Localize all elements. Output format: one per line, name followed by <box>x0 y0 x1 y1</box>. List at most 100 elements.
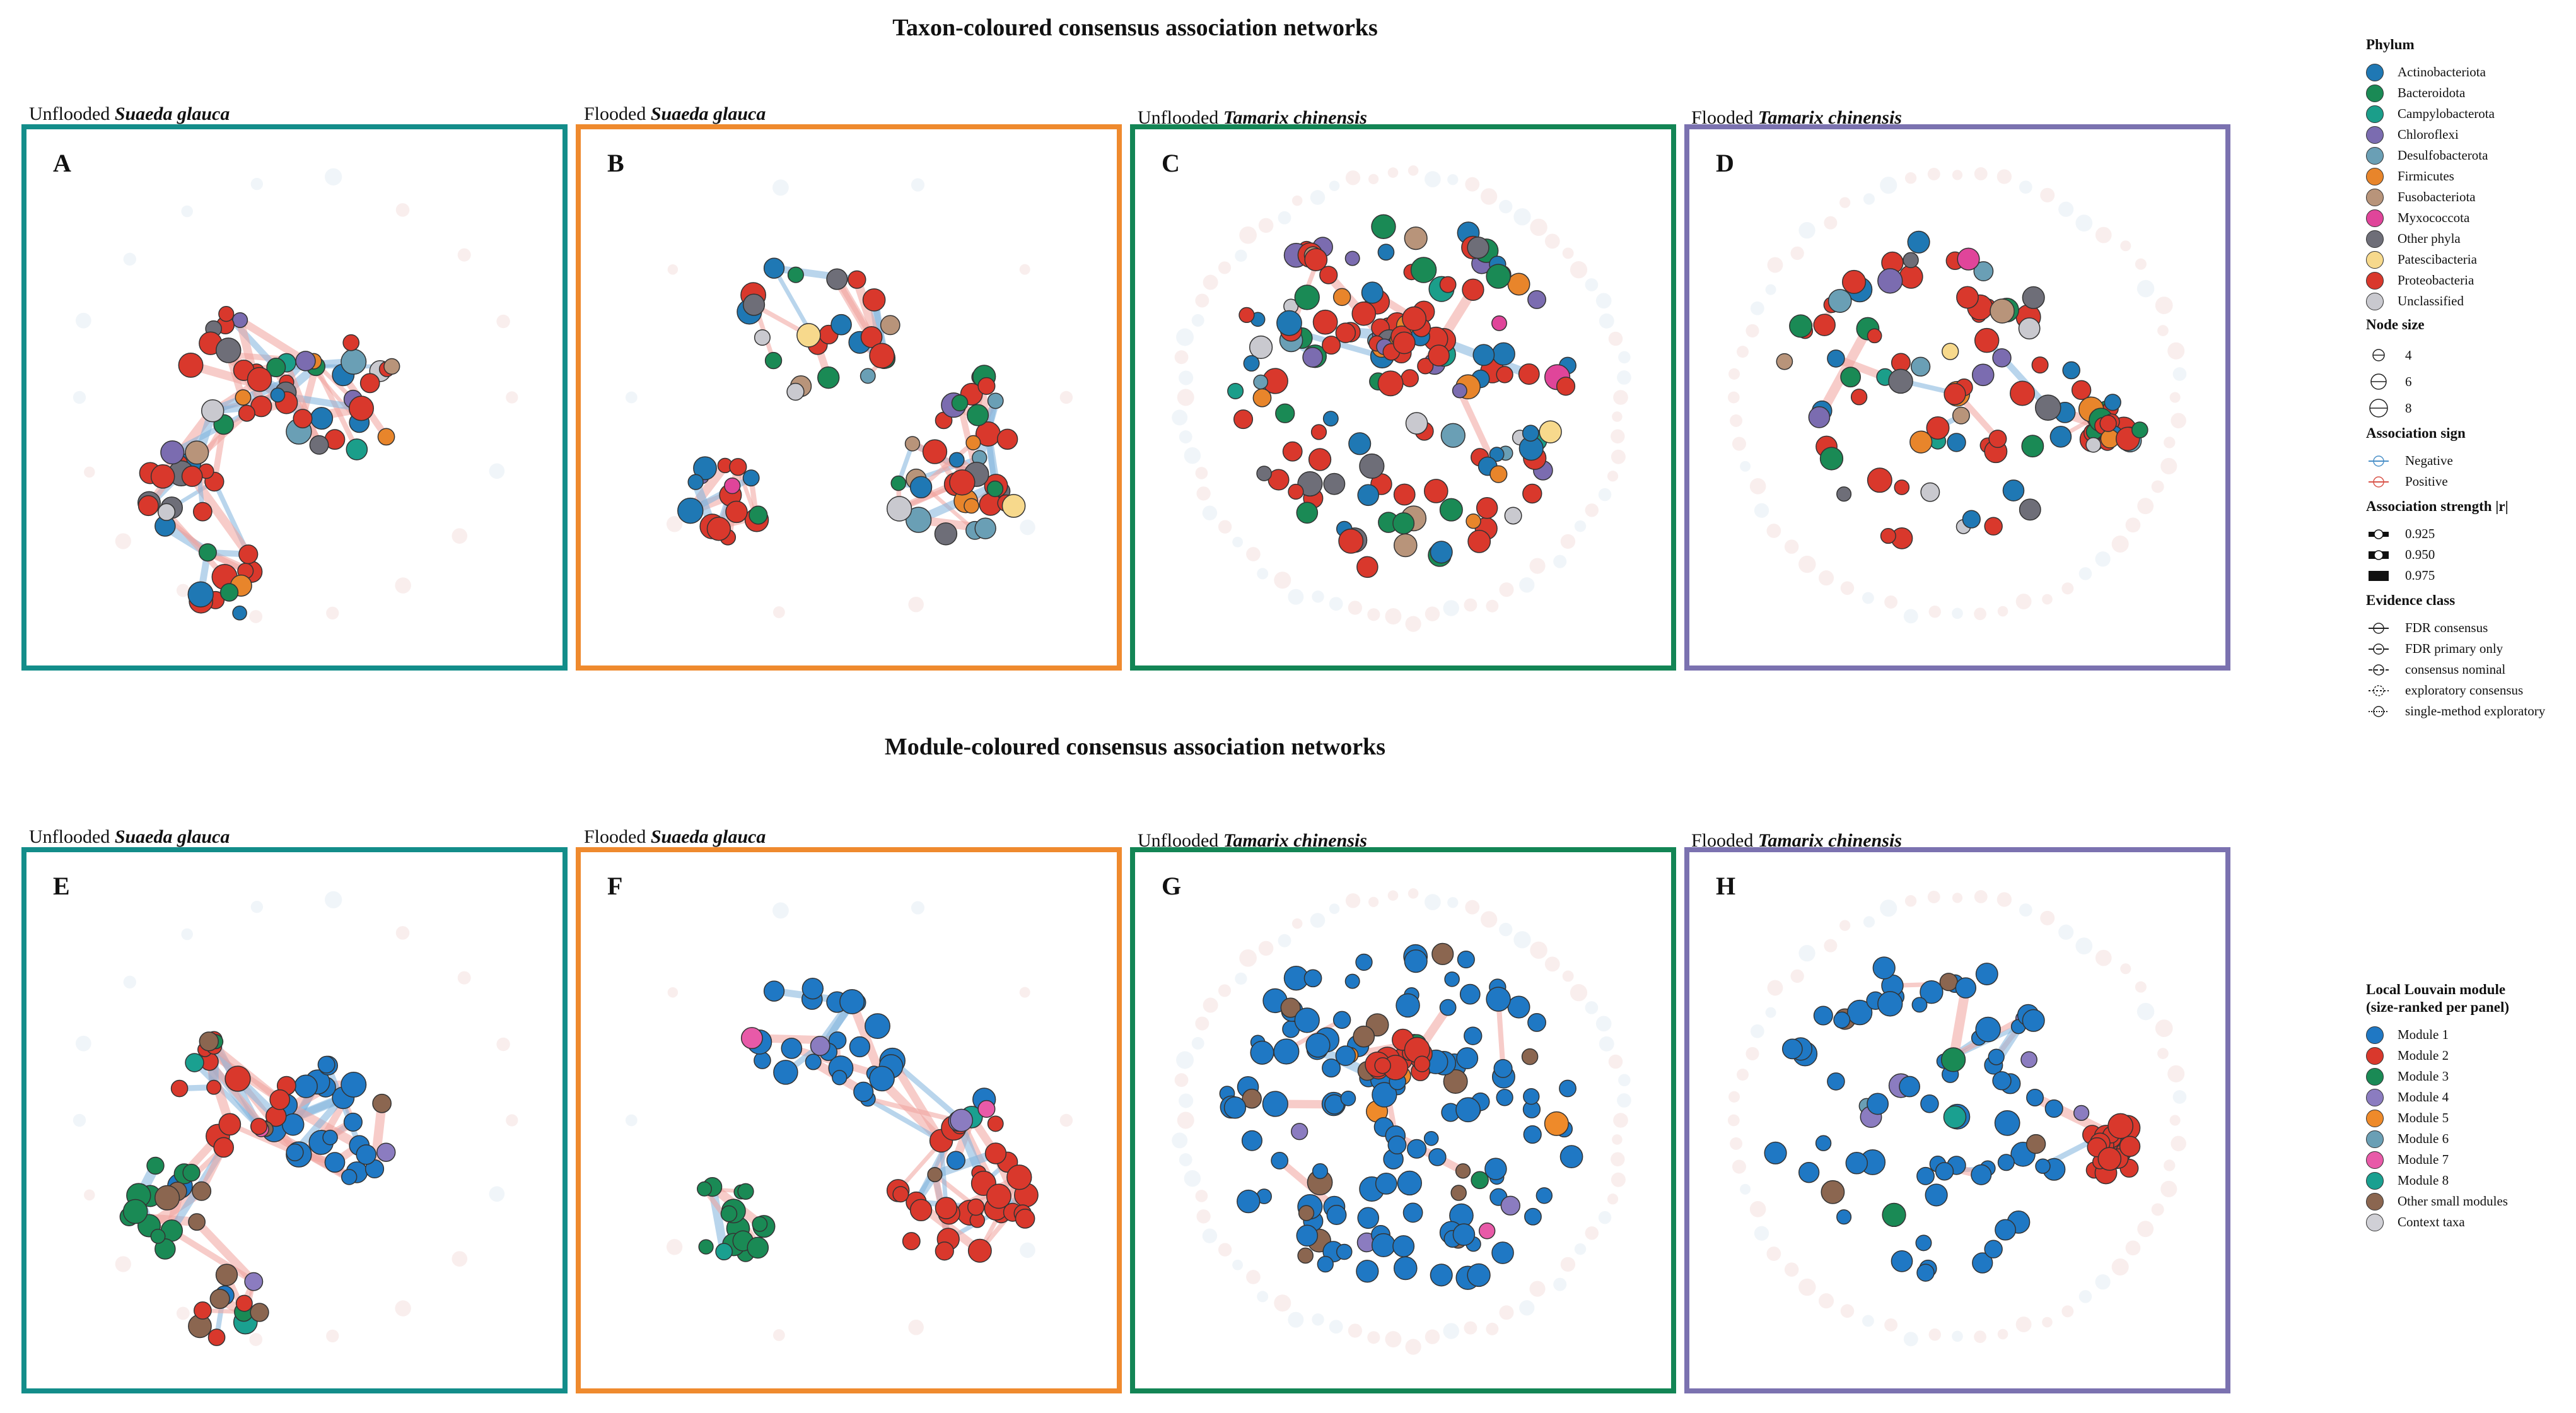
taxon-node <box>1305 1033 1331 1058</box>
context-node <box>1258 218 1274 233</box>
taxon-node <box>1559 1145 1583 1169</box>
taxon-node <box>869 343 895 369</box>
panel-letter-a: A <box>53 149 71 177</box>
context-node <box>1750 1024 1764 1038</box>
taxon-node <box>747 1236 769 1259</box>
panel-letter-e: E <box>53 872 70 900</box>
taxon-node <box>949 469 976 496</box>
taxon-node <box>1303 969 1322 988</box>
taxon-node <box>977 1099 996 1118</box>
taxon-node <box>1371 214 1396 239</box>
taxon-node <box>1781 1038 1803 1060</box>
context-node <box>2160 1180 2177 1198</box>
taxon-node <box>1273 1038 1300 1065</box>
context-node <box>1345 170 1361 185</box>
legend-label: 0.950 <box>2405 547 2435 562</box>
context-node <box>1246 1270 1261 1284</box>
legend-item-unclassified: Unclassified <box>2366 291 2545 312</box>
taxon-node <box>902 1232 921 1251</box>
taxon-node <box>1271 1152 1289 1170</box>
context-node <box>326 1329 339 1343</box>
phylum-legend-title: Phylum <box>2366 37 2415 52</box>
context-node <box>1329 597 1343 611</box>
node-size-symbol <box>2370 373 2387 390</box>
context-node <box>1385 1331 1402 1348</box>
taxon-node <box>356 1144 376 1165</box>
taxon-node <box>1410 257 1437 283</box>
taxon-node <box>1867 467 1892 493</box>
taxon-node <box>2035 1158 2051 1174</box>
context-node <box>2171 1135 2186 1152</box>
taxon-node <box>1496 1089 1513 1106</box>
context-node <box>1274 572 1291 589</box>
taxon-node <box>749 505 768 525</box>
taxon-node <box>693 456 717 481</box>
context-node <box>1784 539 1799 554</box>
taxon-node <box>1867 328 1882 344</box>
taxon-node <box>922 439 948 464</box>
context-node <box>2042 594 2053 605</box>
strength-item-3: 0.975 <box>2366 565 2545 586</box>
legend-label: Actinobacteriota <box>2398 64 2486 79</box>
taxon-node <box>1467 1263 1491 1287</box>
context-node <box>2136 279 2155 298</box>
taxon-node <box>1882 1202 1906 1228</box>
bottom-section-title: Module-coloured consensus association ne… <box>884 734 1386 760</box>
context-ring <box>625 178 1073 618</box>
taxon-node <box>1827 349 1845 368</box>
context-node <box>1329 180 1340 191</box>
taxon-node <box>1997 1154 2015 1171</box>
legend-swatch <box>2366 230 2384 248</box>
taxon-node <box>2020 1051 2037 1069</box>
context-node <box>1766 1246 1781 1261</box>
taxon-node <box>1294 1007 1320 1033</box>
taxon-node <box>209 1289 230 1310</box>
panel-caption-a: Unflooded Suaeda glauca <box>29 103 230 124</box>
legend-item-campylobacterota: Campylobacterota <box>2366 103 2545 124</box>
context-node <box>2151 480 2164 493</box>
context-node <box>1367 1331 1380 1344</box>
taxon-node <box>2119 1135 2141 1158</box>
taxon-node <box>1522 425 1539 442</box>
taxon-node <box>1291 1123 1308 1140</box>
network-graph-d <box>1727 167 2187 624</box>
legend-label: Unclassified <box>2398 293 2464 308</box>
taxon-node <box>1375 1173 1397 1195</box>
context-node <box>506 1114 518 1127</box>
context-node <box>1997 606 2008 617</box>
context-node <box>1746 1047 1759 1060</box>
taxon-node <box>1466 513 1481 529</box>
taxon-node <box>188 1213 206 1231</box>
taxon-node <box>1282 441 1303 462</box>
taxon-node <box>1413 1055 1431 1072</box>
taxon-node <box>244 1272 264 1291</box>
taxon-node <box>1522 483 1542 504</box>
taxon-node <box>1404 226 1428 250</box>
network-graph-f <box>625 901 1073 1341</box>
taxon-node <box>1356 556 1378 578</box>
context-node <box>1767 257 1783 273</box>
context-node <box>1904 172 1917 184</box>
context-node <box>1746 324 1759 337</box>
taxon-node <box>1877 991 1903 1017</box>
taxon-node <box>1962 510 1981 529</box>
strength-symbol <box>2369 549 2389 560</box>
taxon-node <box>1504 507 1522 525</box>
taxon-node <box>1256 466 1272 481</box>
context-node <box>250 900 264 913</box>
legend-swatch <box>2366 1088 2384 1106</box>
context-node <box>496 1037 510 1052</box>
taxon-node <box>1397 1170 1423 1196</box>
taxon-node <box>1486 264 1511 289</box>
context-node <box>2164 437 2176 449</box>
taxon-node <box>1471 1171 1489 1190</box>
taxon-node <box>1972 1252 1993 1274</box>
context-node <box>2164 1159 2176 1171</box>
taxon-node <box>383 358 400 375</box>
context-node <box>181 928 193 941</box>
taxon-node <box>830 314 852 336</box>
legend-item-bacteroidota: Bacteroidota <box>2366 83 2545 103</box>
network-panel-b: B <box>576 124 1122 671</box>
legend-swatch <box>2366 1109 2384 1127</box>
taxon-node <box>720 1205 738 1222</box>
